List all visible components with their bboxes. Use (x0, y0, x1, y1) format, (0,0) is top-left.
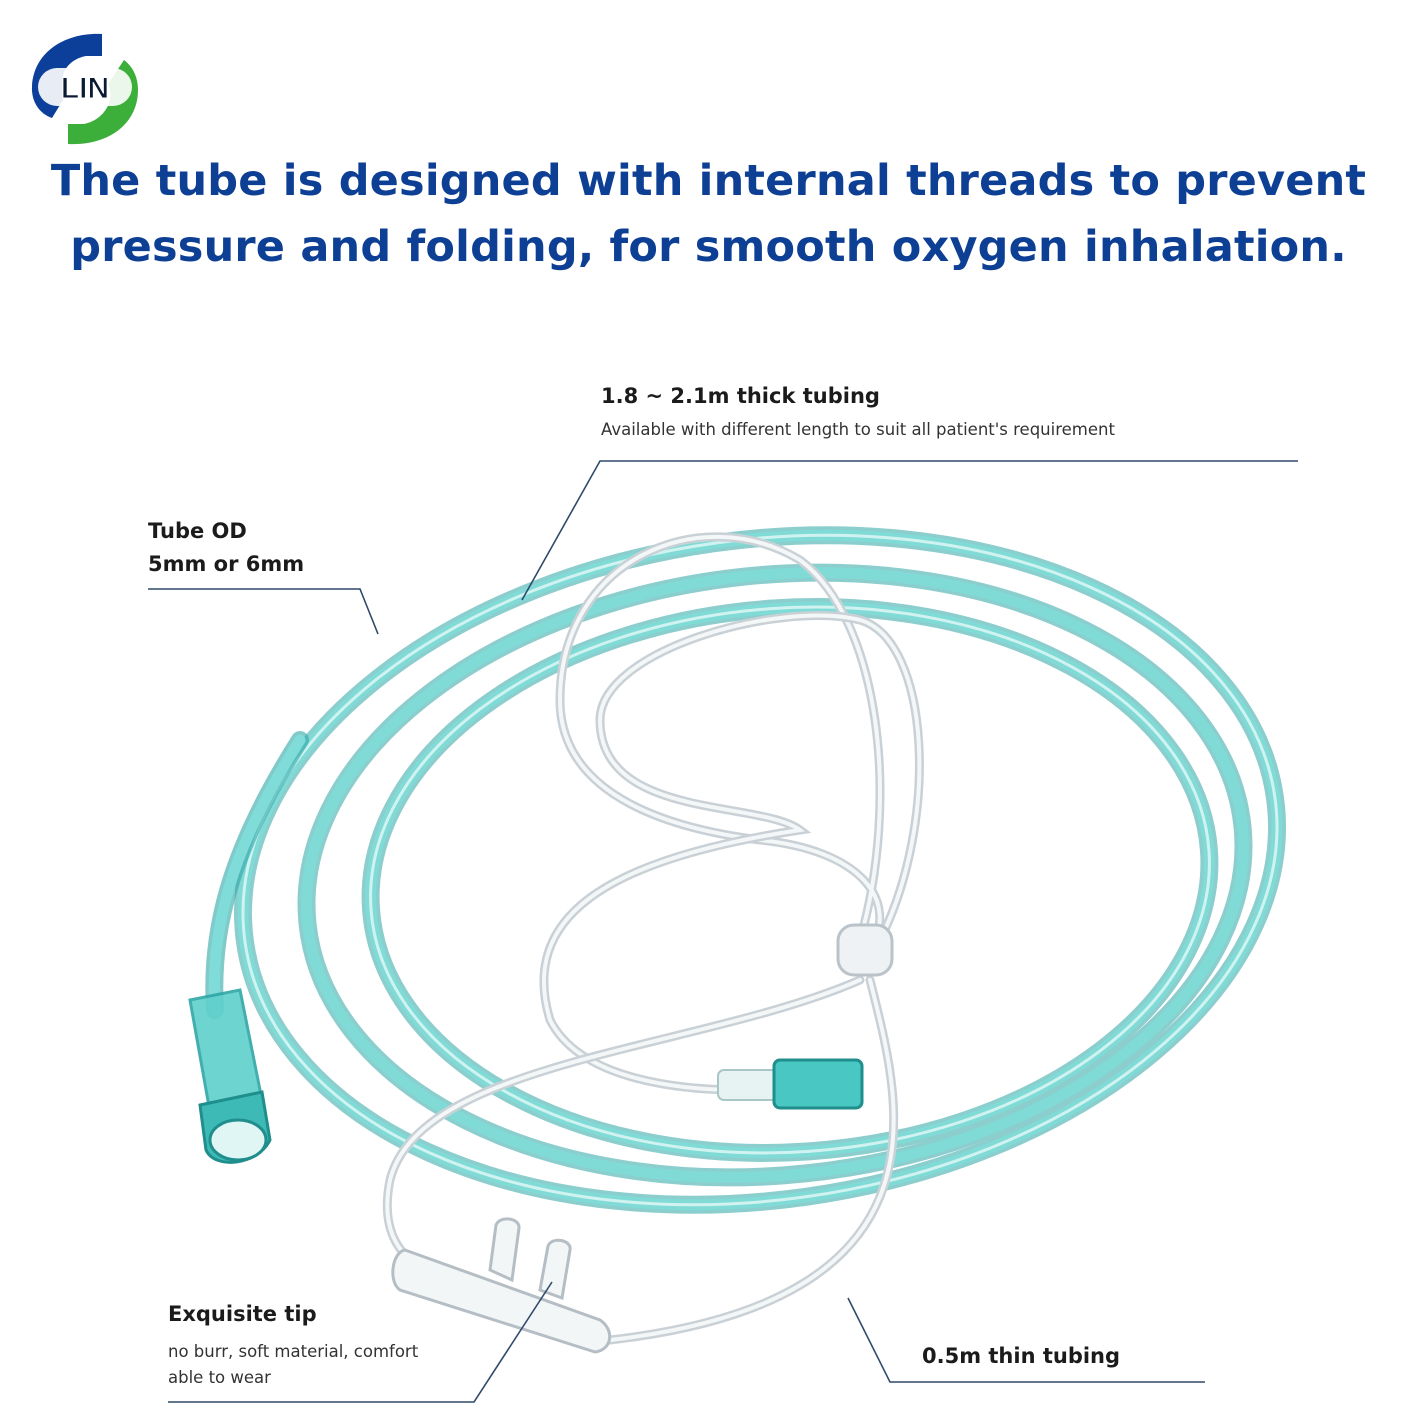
nasal-prongs (391, 1217, 611, 1354)
callout-leader-lines (148, 460, 1298, 1403)
exquisite-tip-subtitle: no burr, soft material, comfort able to … (168, 1342, 419, 1387)
tube-od-title: Tube OD (148, 519, 247, 543)
bolo-slider (836, 923, 894, 977)
thin-tubing-title: 0.5m thin tubing (922, 1344, 1121, 1368)
logo-lettering: LIN (61, 72, 109, 105)
callout-tube-od: Tube OD 5mm or 6mm (148, 515, 304, 581)
leader-tube-od (148, 588, 379, 635)
headline-line-2: pressure and folding, for smooth oxygen … (70, 222, 1347, 272)
thick-tubing-subtitle: Available with different length to suit … (601, 420, 1115, 439)
leader-thin-tubing (847, 1297, 1205, 1383)
brand-logo: LIN (31, 33, 138, 145)
thick-tubing-coil (205, 526, 1286, 1214)
leader-exquisite-tip (168, 1281, 553, 1403)
callout-exquisite-tip: Exquisite tip no burr, soft material, co… (168, 1298, 438, 1391)
thick-tubing-title: 1.8 ~ 2.1m thick tubing (601, 384, 880, 408)
leader-thick-tubing (521, 460, 1298, 601)
headline-line-1: The tube is designed with internal threa… (50, 156, 1367, 206)
callout-thick-tubing: 1.8 ~ 2.1m thick tubing Available with d… (601, 380, 1115, 443)
tube-od-value: 5mm or 6mm (148, 552, 305, 576)
exquisite-tip-title: Exquisite tip (168, 1302, 317, 1326)
oxygen-connector (188, 988, 272, 1164)
tubing-connector (717, 1058, 864, 1110)
headline: The tube is designed with internal threa… (0, 148, 1417, 280)
thin-clear-tubing (382, 532, 924, 1345)
nasal-cannula-illustration (148, 460, 1298, 1403)
callout-thin-tubing: 0.5m thin tubing (922, 1340, 1120, 1373)
